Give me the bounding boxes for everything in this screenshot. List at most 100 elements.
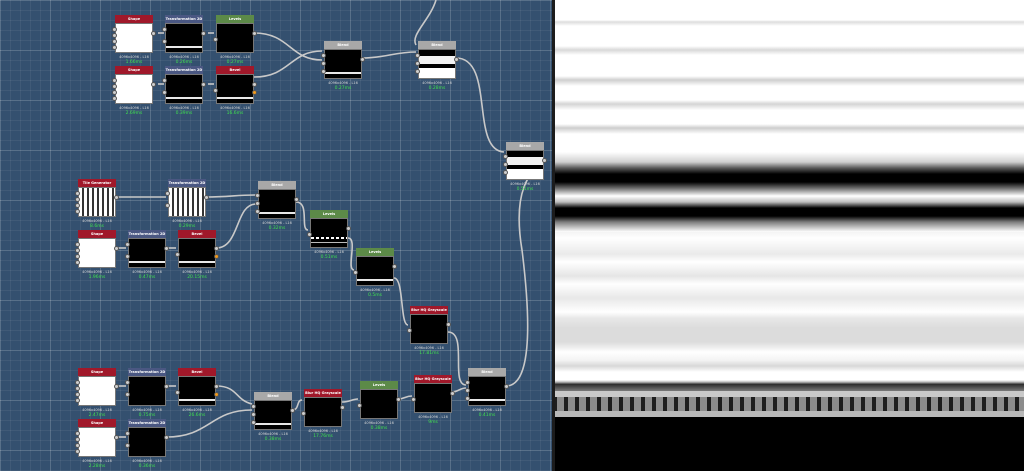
output-port[interactable] — [151, 82, 156, 87]
output-port[interactable] — [201, 82, 206, 87]
input-port[interactable] — [75, 191, 80, 196]
output-port[interactable] — [446, 322, 451, 327]
input-port[interactable] — [75, 380, 80, 385]
input-port[interactable] — [75, 386, 80, 391]
output-port[interactable] — [164, 435, 169, 440]
output-port[interactable] — [454, 57, 459, 62]
input-port[interactable] — [162, 27, 167, 32]
output-port[interactable] — [294, 197, 299, 202]
input-port[interactable] — [251, 404, 256, 409]
output-port-secondary[interactable] — [214, 392, 219, 397]
input-port[interactable] — [75, 242, 80, 247]
input-port[interactable] — [112, 45, 117, 50]
input-port[interactable] — [465, 380, 470, 385]
input-port[interactable] — [255, 201, 260, 206]
input-port[interactable] — [503, 170, 508, 175]
input-port[interactable] — [75, 248, 80, 253]
input-port[interactable] — [465, 388, 470, 393]
input-port[interactable] — [415, 69, 420, 74]
output-port[interactable] — [252, 82, 257, 87]
input-port[interactable] — [162, 90, 167, 95]
input-port[interactable] — [75, 254, 80, 259]
input-port[interactable] — [75, 398, 80, 403]
output-port[interactable] — [114, 384, 119, 389]
input-port[interactable] — [112, 33, 117, 38]
output-port[interactable] — [214, 384, 219, 389]
input-port[interactable] — [213, 37, 218, 42]
input-port[interactable] — [125, 242, 130, 247]
input-port[interactable] — [112, 39, 117, 44]
input-port[interactable] — [307, 232, 312, 237]
input-port[interactable] — [301, 411, 306, 416]
input-port[interactable] — [321, 61, 326, 66]
input-port[interactable] — [112, 96, 117, 101]
input-port[interactable] — [75, 443, 80, 448]
input-port[interactable] — [112, 27, 117, 32]
output-port[interactable] — [450, 391, 455, 396]
output-port[interactable] — [346, 226, 351, 231]
input-port[interactable] — [165, 191, 170, 196]
input-port[interactable] — [75, 437, 80, 442]
input-port[interactable] — [357, 403, 362, 408]
output-port-secondary[interactable] — [252, 90, 257, 95]
input-port[interactable] — [112, 90, 117, 95]
input-port[interactable] — [415, 53, 420, 58]
input-port[interactable] — [503, 162, 508, 167]
input-port[interactable] — [112, 78, 117, 83]
output-port[interactable] — [542, 158, 547, 163]
input-port[interactable] — [125, 392, 130, 397]
input-port[interactable] — [415, 61, 420, 66]
input-port[interactable] — [321, 69, 326, 74]
texture-preview-viewport[interactable] — [555, 0, 1024, 471]
input-port[interactable] — [112, 84, 117, 89]
output-port[interactable] — [151, 31, 156, 36]
output-port[interactable] — [114, 435, 119, 440]
output-port[interactable] — [396, 397, 401, 402]
input-port[interactable] — [125, 254, 130, 259]
output-port[interactable] — [164, 246, 169, 251]
input-port[interactable] — [75, 392, 80, 397]
input-port[interactable] — [75, 431, 80, 436]
input-port[interactable] — [165, 203, 170, 208]
input-port[interactable] — [75, 260, 80, 265]
output-port[interactable] — [392, 264, 397, 269]
input-port[interactable] — [465, 396, 470, 401]
output-port[interactable] — [504, 384, 509, 389]
input-port[interactable] — [175, 252, 180, 257]
output-port[interactable] — [214, 246, 219, 251]
output-port[interactable] — [114, 195, 119, 200]
output-port[interactable] — [204, 195, 209, 200]
input-port[interactable] — [503, 154, 508, 159]
input-port[interactable] — [75, 209, 80, 214]
input-port[interactable] — [175, 390, 180, 395]
input-port[interactable] — [321, 53, 326, 58]
input-port[interactable] — [251, 420, 256, 425]
input-port[interactable] — [125, 443, 130, 448]
output-port[interactable] — [340, 405, 345, 410]
input-port[interactable] — [125, 431, 130, 436]
input-port[interactable] — [213, 88, 218, 93]
